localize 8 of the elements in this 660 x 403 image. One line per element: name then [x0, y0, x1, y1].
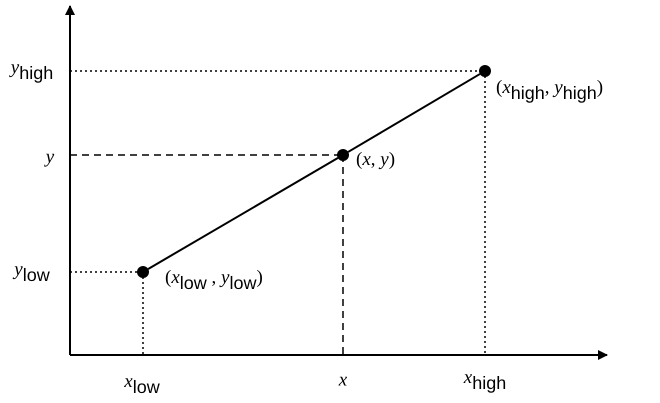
data-point	[479, 65, 491, 77]
line-segment	[348, 73, 480, 153]
data-point	[337, 149, 349, 161]
line-segment	[148, 157, 338, 270]
point-label: (x, y)	[356, 150, 396, 169]
axis-label: y	[46, 148, 54, 166]
axis-label: x	[338, 370, 348, 390]
data-point	[137, 266, 149, 278]
